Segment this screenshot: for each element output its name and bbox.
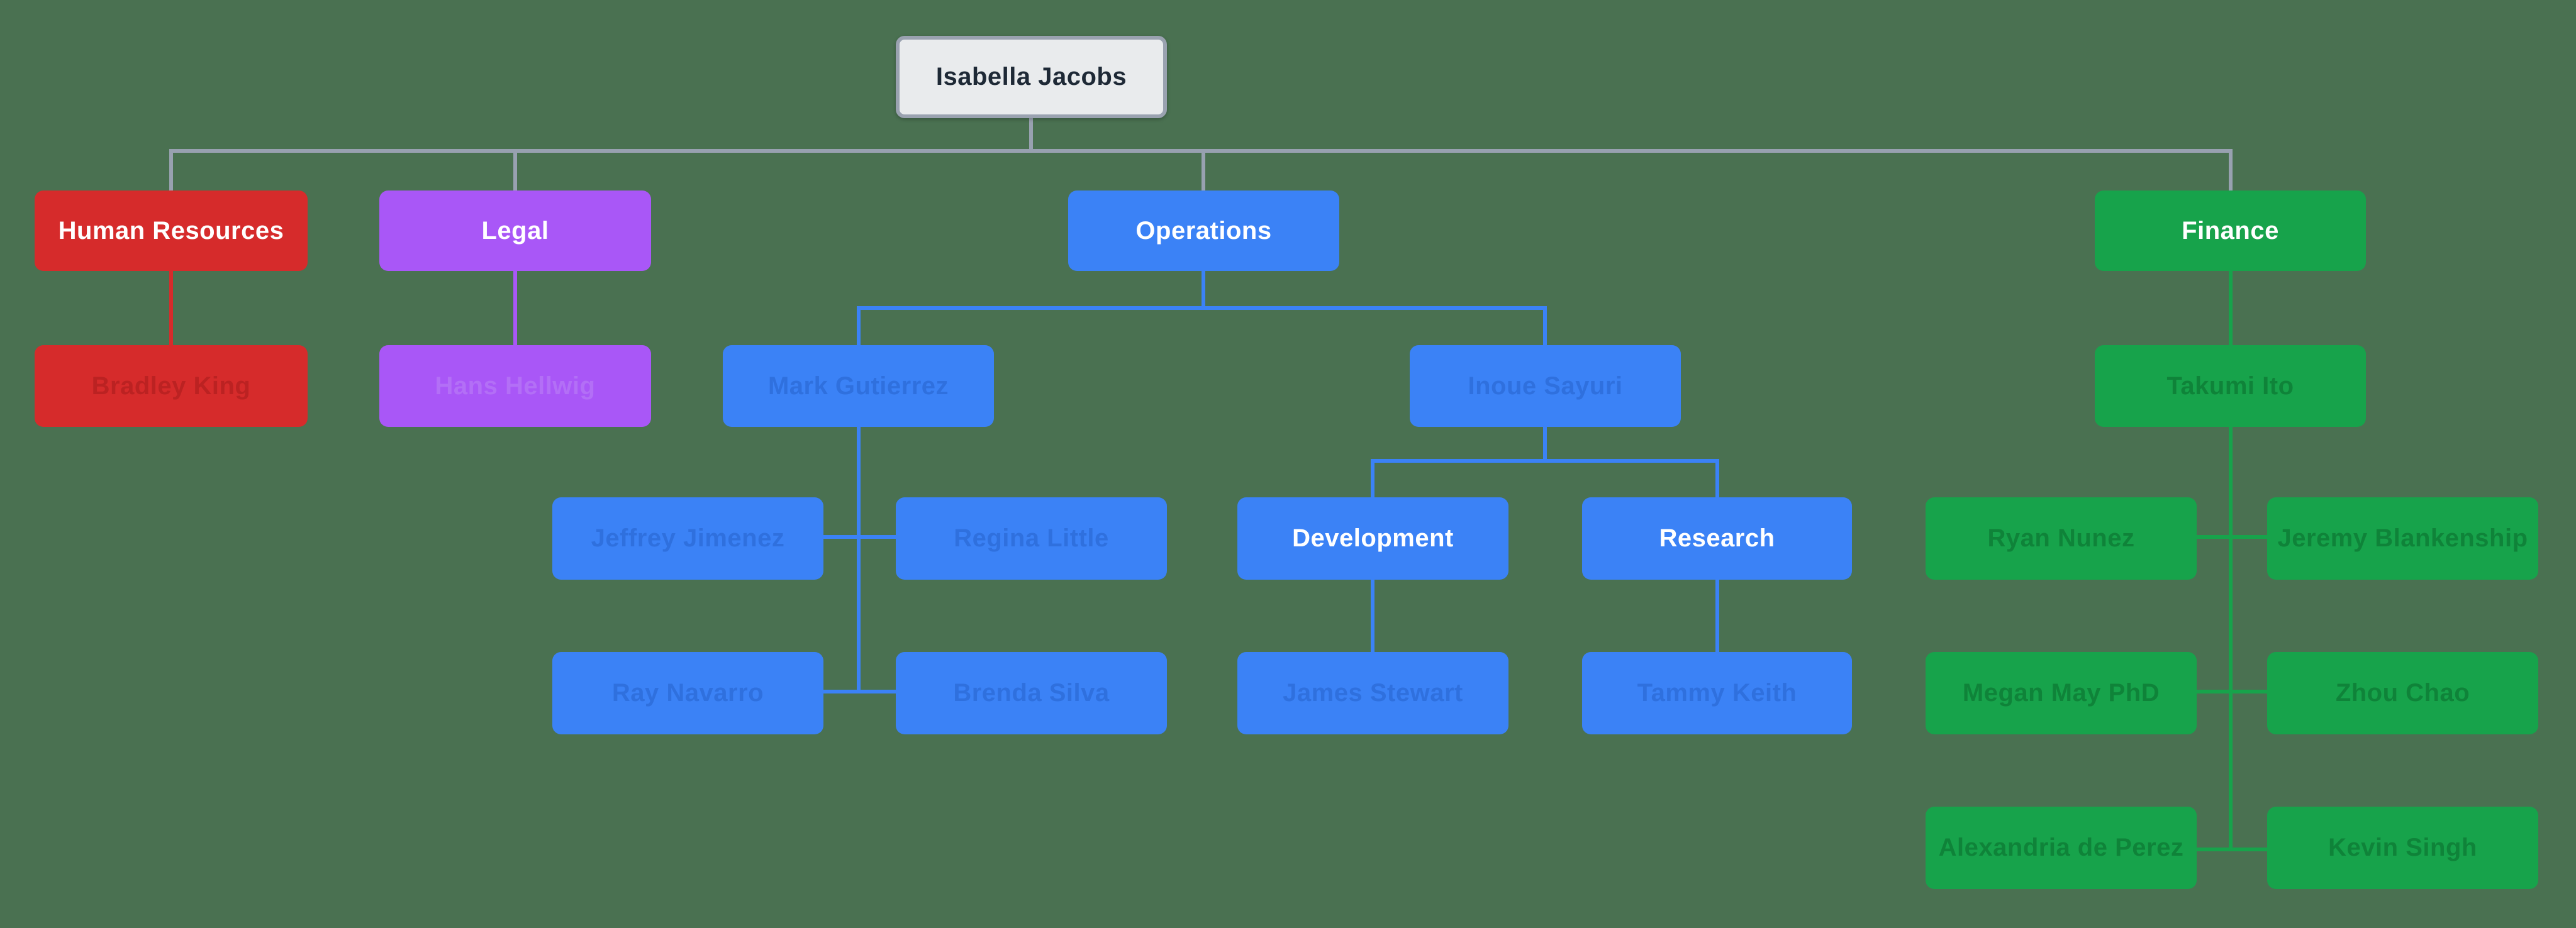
org-node-human-resources: Human Resources — [35, 191, 308, 271]
connector-line — [2197, 535, 2267, 539]
org-node-label: Research — [1659, 524, 1775, 552]
org-node-label: Finance — [2182, 216, 2279, 245]
org-node-megan-may-phd: Megan May PhD — [1926, 652, 2197, 734]
connector-line — [2229, 427, 2233, 851]
org-node-label: Development — [1292, 524, 1454, 552]
connector-line — [1202, 149, 1205, 191]
org-node-label: Ryan Nunez — [1987, 524, 2135, 552]
org-node-label: Ray Navarro — [611, 679, 764, 707]
org-node-kevin-singh: Kevin Singh — [2267, 807, 2538, 889]
org-node-label: Jeffrey Jimenez — [591, 524, 785, 552]
connector-line — [1543, 306, 1547, 345]
org-node-jeffrey-jimenez: Jeffrey Jimenez — [552, 497, 823, 580]
connector-line — [513, 271, 517, 345]
org-node-label: Regina Little — [954, 524, 1109, 552]
connector-line — [1715, 580, 1719, 652]
org-node-label: Bradley King — [91, 372, 251, 400]
org-node-development: Development — [1237, 497, 1508, 580]
connector-line — [1543, 427, 1547, 463]
org-node-label: Mark Gutierrez — [767, 372, 949, 400]
connector-line — [2197, 690, 2267, 693]
connector-line — [1715, 459, 1719, 497]
org-node-mark-gutierrez: Mark Gutierrez — [723, 345, 994, 427]
org-node-label: Legal — [481, 216, 549, 245]
org-node-regina-little: Regina Little — [896, 497, 1167, 580]
org-node-bradley-king: Bradley King — [35, 345, 308, 427]
org-node-tammy-keith: Tammy Keith — [1582, 652, 1852, 734]
connector-line — [513, 149, 517, 191]
org-node-jeremy-blankenship: Jeremy Blankenship — [2267, 497, 2538, 580]
connector-line — [169, 149, 173, 191]
org-node-isabella-jacobs: Isabella Jacobs — [896, 36, 1167, 118]
org-node-label: Jeremy Blankenship — [2277, 524, 2528, 552]
connector-line — [823, 690, 896, 693]
connector-line — [857, 306, 861, 693]
connector-line — [1029, 115, 1033, 153]
org-node-label: Takumi Ito — [2166, 372, 2294, 400]
org-node-label: Zhou Chao — [2335, 679, 2470, 707]
org-node-label: Megan May PhD — [1962, 679, 2160, 707]
connector-line — [2197, 848, 2267, 851]
org-node-legal: Legal — [379, 191, 651, 271]
connector-line — [1202, 271, 1205, 308]
org-node-label: Inoue Sayuri — [1468, 372, 1623, 400]
connector-line — [2229, 149, 2233, 191]
org-node-alexandria-de-perez: Alexandria de Perez — [1926, 807, 2197, 889]
connector-line — [1371, 459, 1374, 497]
org-node-takumi-ito: Takumi Ito — [2095, 345, 2366, 427]
org-node-label: Brenda Silva — [953, 679, 1110, 707]
connector-line — [169, 271, 173, 345]
org-node-research: Research — [1582, 497, 1852, 580]
connector-line — [1371, 580, 1374, 652]
connector-line — [823, 535, 896, 539]
connector-line — [1371, 459, 1719, 463]
org-node-label: Human Resources — [58, 216, 284, 245]
org-node-brenda-silva: Brenda Silva — [896, 652, 1167, 734]
org-node-label: Isabella Jacobs — [935, 63, 1127, 91]
org-node-label: Operations — [1135, 216, 1272, 245]
org-node-label: Hans Hellwig — [435, 372, 596, 400]
org-node-ryan-nunez: Ryan Nunez — [1926, 497, 2197, 580]
org-node-label: Alexandria de Perez — [1938, 834, 2184, 861]
org-node-label: Kevin Singh — [2328, 834, 2477, 861]
org-node-hans-hellwig: Hans Hellwig — [379, 345, 651, 427]
org-node-inoue-sayuri: Inoue Sayuri — [1410, 345, 1681, 427]
org-node-ray-navarro: Ray Navarro — [552, 652, 823, 734]
connector-line — [857, 306, 1547, 310]
org-node-operations: Operations — [1068, 191, 1339, 271]
connector-line — [2229, 271, 2233, 345]
connector-line — [169, 149, 2233, 153]
org-node-label: Tammy Keith — [1637, 679, 1797, 707]
org-node-james-stewart: James Stewart — [1237, 652, 1508, 734]
org-node-zhou-chao: Zhou Chao — [2267, 652, 2538, 734]
org-node-label: James Stewart — [1283, 679, 1463, 707]
org-node-finance: Finance — [2095, 191, 2366, 271]
